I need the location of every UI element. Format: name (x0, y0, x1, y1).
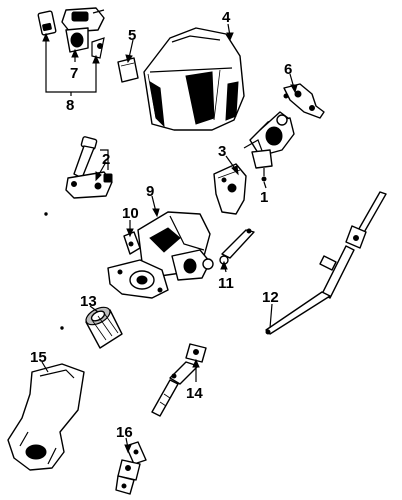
callout-8: 8 (66, 97, 74, 114)
callout-1: 1 (260, 189, 268, 206)
callout-7: 7 (70, 65, 78, 82)
part-9-column-housing (107, 211, 214, 299)
callout-13: 13 (80, 293, 97, 310)
part-15-lower-cover (7, 363, 85, 471)
part-1-lower-bracket (213, 163, 247, 215)
callout-16: 16 (116, 424, 133, 441)
part-7-switch-assembly (37, 7, 105, 59)
callout-9: 9 (146, 183, 154, 200)
callout-11: 11 (218, 275, 234, 292)
speck (60, 326, 64, 330)
part-14-lower-shaft (151, 343, 207, 417)
callout-12: 12 (262, 289, 279, 306)
callout-5: 5 (128, 27, 136, 44)
callout-10: 10 (122, 205, 139, 222)
leader-lines (41, 23, 298, 454)
part-11-lever-arm (219, 228, 255, 265)
callout-3: 3 (218, 143, 226, 160)
part-2-shift-lever (65, 136, 113, 199)
part-3-switch (243, 111, 295, 182)
part-12-intermediate-shaft (265, 191, 387, 335)
callout-6: 6 (284, 61, 292, 78)
part-5-pad (117, 57, 139, 83)
callout-4: 4 (222, 9, 231, 26)
speck (44, 212, 48, 216)
part-10-clip (123, 231, 141, 255)
part-6-bracket (283, 83, 325, 119)
callout-2: 2 (102, 151, 110, 168)
callout-15: 15 (30, 349, 47, 366)
part-13-cylinder (85, 306, 123, 349)
part-16-universal-joint (115, 441, 147, 495)
part-4-upper-cover (143, 27, 245, 131)
callout-14: 14 (186, 385, 203, 402)
